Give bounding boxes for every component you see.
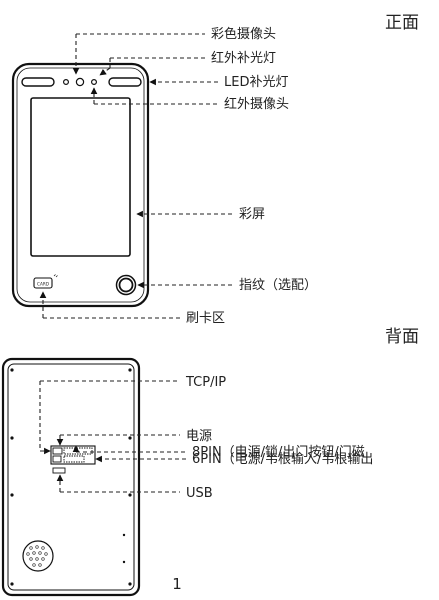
- label-usb: USB: [186, 486, 213, 501]
- tcp-ip-port: [52, 447, 63, 455]
- fingerprint-sensor-outer: [115, 274, 137, 296]
- front-device: CARD: [11, 62, 150, 308]
- screw: [128, 582, 132, 586]
- front-callouts: 彩色摄像头 红外补光灯 LED补光灯 红外摄像头 彩屏 指纹（选配） 刷卡区: [39, 26, 317, 326]
- back-callouts: TCP/IP 电源 8PIN（电源/锁/出门按钮/门磁 6PIN（电源/韦根输入…: [39, 375, 373, 501]
- label-ir-camera: 红外摄像头: [224, 96, 289, 112]
- screw: [10, 368, 14, 372]
- label-tcp-ip: TCP/IP: [185, 375, 226, 390]
- back-device-inner-edge: [7, 363, 135, 591]
- back-device-body: [1, 357, 141, 597]
- back-heading: 背面: [385, 327, 419, 347]
- nfc-waves-icon: [53, 274, 58, 278]
- front-device-body: [11, 62, 150, 308]
- label-led-fill-light: LED补光灯: [224, 75, 288, 90]
- pin6-header: [63, 455, 85, 463]
- color-camera-lens: [62, 78, 69, 85]
- front-device-inner-edge: [16, 67, 145, 303]
- color-screen: [30, 97, 131, 257]
- front-heading: 正面: [385, 13, 419, 33]
- connector-block: [50, 445, 96, 465]
- led-strip-left: [21, 77, 55, 87]
- power-port: [52, 455, 62, 463]
- label-6pin: 6PIN（电源/韦根输入/韦根输出: [192, 451, 373, 467]
- label-card-area: 刷卡区: [186, 311, 225, 326]
- speaker-grille: [22, 540, 54, 572]
- label-color-camera: 彩色摄像头: [211, 26, 276, 42]
- fingerprint-sensor-inner: [118, 277, 134, 293]
- pin8-header: [63, 447, 93, 455]
- screw: [122, 560, 126, 564]
- led-strip-right: [108, 77, 142, 87]
- label-power: 电源: [186, 429, 212, 444]
- label-8pin: 8PIN（电源/锁/出门按钮/门磁: [192, 444, 365, 460]
- label-fingerprint: 指纹（选配）: [239, 278, 317, 293]
- usb-port: [52, 467, 66, 474]
- callout-arrow: [99, 67, 111, 76]
- screw: [128, 368, 132, 372]
- screw: [128, 493, 132, 497]
- card-reader-text: CARD: [37, 282, 49, 287]
- label-color-screen: 彩屏: [239, 207, 265, 222]
- callout-arrow: [39, 381, 51, 455]
- ir-fill-light-lens: [75, 77, 85, 87]
- card-reader: [33, 277, 53, 289]
- page-number: 1: [172, 575, 182, 593]
- screw: [122, 533, 126, 537]
- screw: [10, 493, 14, 497]
- screw: [128, 436, 132, 440]
- screw: [10, 582, 14, 586]
- ir-camera-lens: [90, 78, 97, 85]
- label-ir-fill-light: 红外补光灯: [211, 50, 276, 66]
- back-device: [1, 357, 141, 597]
- screw: [10, 436, 14, 440]
